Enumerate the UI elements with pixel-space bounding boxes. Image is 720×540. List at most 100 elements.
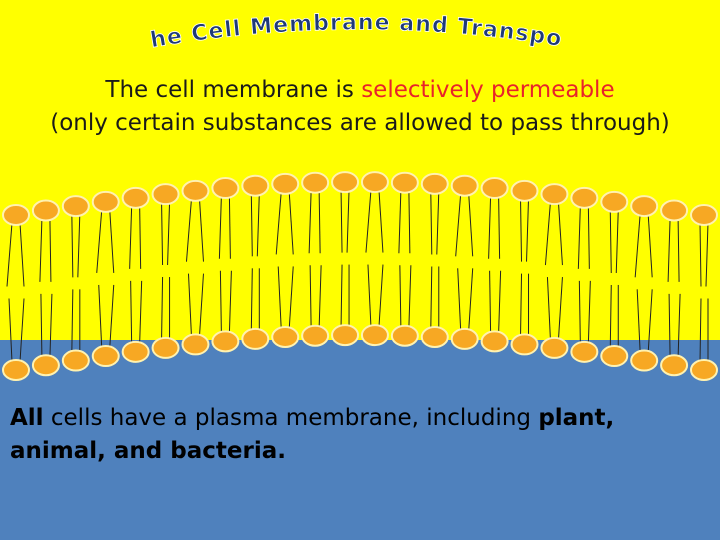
lipid-tail — [250, 268, 253, 331]
lipid-tail — [39, 218, 43, 282]
lipid-tail — [161, 277, 164, 340]
lipid-tail — [468, 193, 474, 257]
lipid-tail — [455, 193, 462, 257]
lipid-tail — [436, 191, 440, 255]
phospholipid-head-upper — [301, 171, 330, 194]
lipid-tail — [498, 196, 501, 259]
lipid-tail — [139, 280, 143, 344]
subtitle: The cell membrane is selectively permeab… — [0, 74, 720, 140]
phospholipid-head-upper — [151, 183, 180, 206]
lipid-tail — [578, 280, 581, 344]
subtitle-line-1: The cell membrane is selectively permeab… — [0, 74, 720, 107]
phospholipid-head-lower — [31, 354, 60, 377]
lipid-tail — [318, 190, 321, 254]
lipid-tail — [109, 284, 115, 349]
lipid-tail — [130, 280, 133, 344]
subtitle-line-2: (only certain substances are allowed to … — [50, 110, 670, 136]
lipid-tail — [468, 268, 474, 331]
lipid-tail — [228, 196, 231, 259]
phospholipid-head-lower — [390, 324, 419, 347]
lipid-tail — [198, 273, 204, 337]
lipid-tail — [647, 289, 653, 353]
lipid-tail — [71, 214, 74, 278]
lipid-tail — [557, 202, 563, 266]
lipid-tail — [587, 280, 591, 344]
lipid-tail — [667, 218, 671, 282]
phospholipid-head-lower — [301, 324, 330, 347]
lipid-tail — [365, 190, 372, 253]
lipid-tail — [430, 266, 433, 330]
lipid-tail — [98, 284, 103, 349]
phospholipid-head-lower — [91, 345, 120, 368]
lipid-tail — [309, 265, 312, 328]
lipid-tail — [544, 202, 551, 266]
lipid-tail — [275, 191, 282, 255]
lipid-tail — [677, 218, 680, 282]
lipid-tail — [6, 222, 13, 287]
lipid-tail — [557, 277, 563, 340]
phospholipid-head-lower — [241, 327, 270, 350]
phospholipid-head-lower — [510, 333, 539, 356]
lipid-tail — [615, 209, 619, 273]
body-text: All cells have a plasma membrane, includ… — [10, 402, 710, 468]
phospholipid-head-upper — [510, 179, 539, 202]
body-bold-animal-bacteria: animal, and bacteria. — [10, 438, 286, 464]
phospholipid-head-lower — [61, 349, 90, 372]
lipid-tail — [546, 277, 551, 340]
lipid-tail — [457, 268, 462, 331]
phospholipid-head-upper — [211, 177, 240, 200]
phospholipid-head-upper — [570, 186, 599, 209]
lipid-tail — [198, 198, 204, 262]
lipid-tail — [346, 190, 350, 253]
lipid-tail — [378, 264, 384, 328]
lipid-tail — [40, 293, 43, 358]
phospholipid-head-lower — [600, 345, 629, 368]
lipid-tail — [71, 289, 74, 353]
body-line-2: animal, and bacteria. — [10, 435, 710, 468]
lipid-tail — [187, 273, 192, 337]
phospholipid-head-lower — [540, 336, 569, 359]
lipid-tail — [677, 293, 681, 358]
lipid-tail — [19, 222, 25, 287]
lipid-heads — [2, 171, 718, 381]
lipid-tail — [308, 190, 312, 254]
lipid-tail — [668, 293, 671, 358]
phospholipid-head-upper — [600, 190, 629, 213]
phospholipid-head-upper — [390, 171, 419, 194]
lipid-tail — [129, 205, 133, 269]
lipid-tail — [647, 214, 653, 278]
phospholipid-head-lower — [630, 349, 659, 372]
body-bold-plant: plant, — [538, 405, 615, 431]
lipid-tail — [378, 190, 384, 253]
phospholipid-head-upper — [91, 190, 120, 213]
phospholipid-head-upper — [331, 171, 360, 194]
phospholipid-head-upper — [630, 195, 659, 218]
lipid-tail — [288, 191, 294, 255]
phospholipid-head-lower — [450, 327, 479, 350]
body-line-1: All cells have a plasma membrane, includ… — [10, 402, 710, 435]
lipid-tail — [318, 265, 322, 328]
lipid-tail — [340, 190, 343, 253]
lipid-tail — [49, 218, 52, 282]
lipid-tail — [636, 289, 641, 353]
lipid-tail — [49, 293, 53, 358]
highlight-selectively-permeable: selectively permeable — [361, 77, 615, 103]
phospholipid-head-upper — [121, 186, 150, 209]
title-wordart: The Cell Membrane and Transport — [0, 0, 564, 54]
lipid-tail — [277, 266, 282, 330]
lipid-tail — [634, 214, 641, 278]
phospholipid-head-upper — [450, 174, 479, 197]
phospholipid-head-lower — [331, 324, 360, 347]
lipid-tail — [699, 222, 702, 287]
phospholipid-head-upper — [271, 172, 300, 195]
lipid-tail — [587, 205, 590, 269]
lipid-tail — [520, 273, 523, 337]
lipid-tail — [19, 298, 25, 363]
phospholipid-head-lower — [360, 324, 389, 347]
lipid-tail — [408, 265, 412, 328]
lipid-tail — [520, 198, 523, 262]
lipid-tail — [250, 193, 253, 257]
lipid-tail — [288, 266, 294, 330]
